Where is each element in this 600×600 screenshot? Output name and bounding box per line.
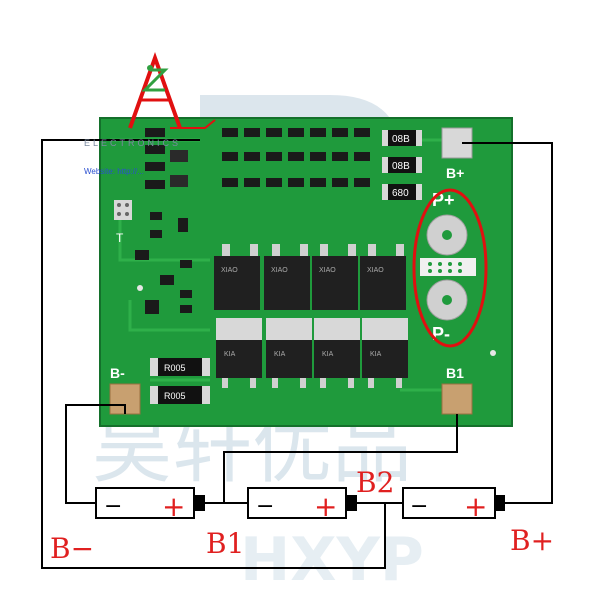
wire-bminus-pad [65, 404, 126, 504]
mosfet-top-label-3: XIAO [319, 267, 336, 274]
mosfet-top-label-2: XIAO [271, 267, 288, 274]
pad-label-pplus: P+ [432, 190, 455, 210]
brand-logo [128, 52, 216, 129]
watermark-sub: HXYP [240, 525, 424, 595]
logo-mark [128, 52, 182, 129]
label-bminus: B− [50, 532, 94, 565]
shunt-label-1: R005 [164, 363, 186, 373]
sense-resistors: 08B 08B 680 [382, 130, 422, 200]
mosfet-bottom-label-1: KIA [224, 351, 236, 358]
resistor-08b-1 [382, 130, 422, 146]
mosfet-top-3: XIAO [312, 244, 358, 310]
wiring [41, 139, 553, 569]
highlight-ellipse [412, 188, 488, 348]
mount-hole [137, 285, 143, 291]
ic-chip-left [145, 145, 188, 189]
pcb-board: 08B 08B 680 B+ P+ P- T [99, 117, 513, 427]
shunt-label-2: R005 [164, 391, 186, 401]
pad-label-b1: B1 [446, 365, 464, 381]
battery-3-pos: + [464, 490, 487, 523]
resistor-680 [382, 184, 422, 200]
logo-brand-text: ELECTRONICS [84, 138, 182, 148]
mosfets-top-row: XIAO XIAO XIAO XIAO [214, 244, 406, 310]
battery-1-neg: − [104, 494, 122, 519]
resistor-row-2 [222, 152, 370, 161]
pad-b1 [441, 383, 473, 415]
resistor-row-1 [145, 128, 370, 137]
resistor-08b-2 [382, 157, 422, 173]
battery-1-pos: + [162, 490, 185, 523]
battery-3: − + [402, 487, 505, 523]
mount-hole [490, 350, 496, 356]
mosfet-bottom-3: KIA [314, 318, 360, 388]
battery-3-neg: − [410, 494, 428, 519]
mosfet-top-4: XIAO [360, 244, 406, 310]
mosfet-bottom-label-3: KIA [322, 351, 334, 358]
mosfets-bottom-row: KIA KIA KIA KIA [216, 318, 408, 388]
smd-components [135, 212, 192, 314]
mosfet-top-label-4: XIAO [367, 267, 384, 274]
wire-bplus [462, 142, 553, 504]
mosfet-bottom-label-2: KIA [274, 351, 286, 358]
mosfet-bottom-1: KIA [216, 318, 262, 388]
battery-2: − + [247, 487, 357, 523]
mosfet-bottom-2: KIA [266, 318, 312, 388]
shunt-resistors: R005 R005 [150, 358, 210, 404]
resistor-row-3 [222, 178, 370, 187]
label-b2: B2 [356, 466, 394, 499]
thermistor-t: T [114, 200, 132, 245]
label-b1: B1 [206, 527, 244, 560]
mosfet-top-label-1: XIAO [221, 267, 238, 274]
mosfet-top-2: XIAO [264, 244, 310, 310]
pad-label-bplus: B+ [446, 165, 464, 181]
battery-1: − + [95, 487, 205, 523]
batteries: − + − + − + [95, 487, 505, 523]
pad-label-bminus: B- [110, 365, 125, 381]
pad-label-pminus: P- [432, 324, 450, 344]
mosfet-top-1: XIAO [214, 244, 260, 310]
logo-website-text: Website: http://... [84, 167, 144, 176]
resistor-array [145, 128, 370, 189]
resistor-label-2: 08B [392, 161, 410, 172]
resistor-label-1: 08B [392, 134, 410, 145]
thermistor-pads [420, 258, 476, 276]
label-bplus: B+ [510, 524, 554, 557]
battery-2-neg: − [256, 494, 274, 519]
pad-label-t: T [116, 231, 124, 245]
mosfet-bottom-4: KIA [362, 318, 408, 388]
resistor-label-3: 680 [392, 188, 409, 199]
battery-2-pos: + [314, 490, 337, 523]
mosfet-bottom-label-4: KIA [370, 351, 382, 358]
